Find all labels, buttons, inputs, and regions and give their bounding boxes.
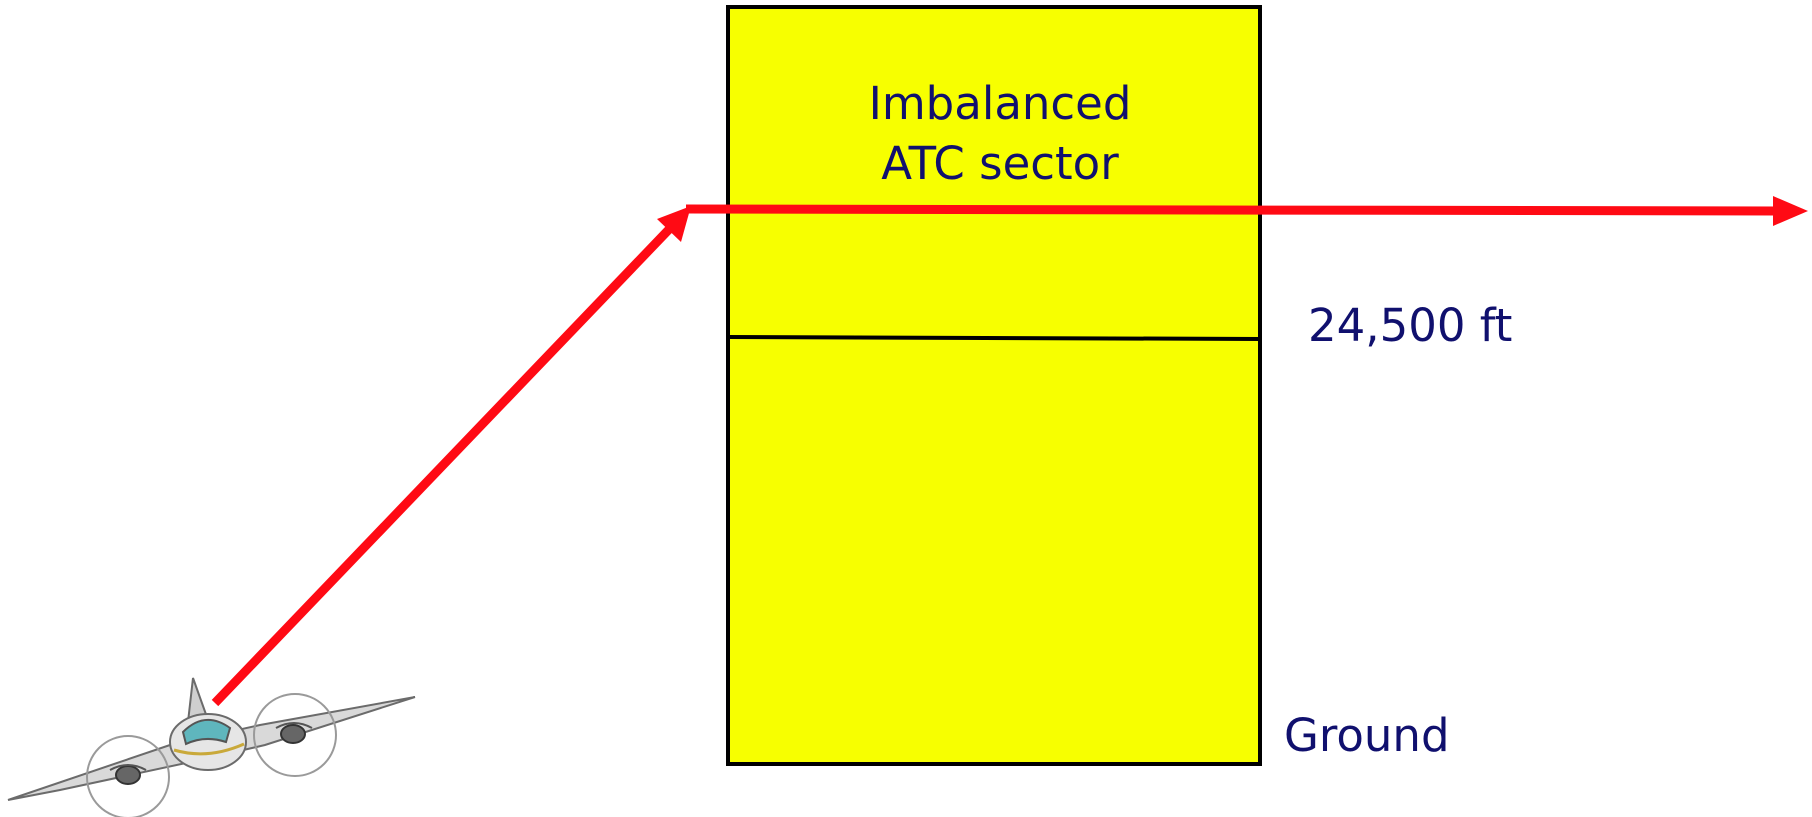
climb-arrowhead [657,206,691,242]
altitude-label: 24,500 ft [1308,299,1513,352]
altitude-divider-line [727,335,1261,341]
twin-propeller-airplane-icon [7,677,416,817]
climb-path-line [211,216,682,707]
level-path-line [685,204,1781,216]
sector-title: Imbalanced ATC sector [730,74,1270,194]
level-arrowhead [1773,196,1808,226]
atc-sector-box [726,5,1262,766]
sector-title-line2: ATC sector [881,137,1119,190]
ground-label: Ground [1284,709,1450,762]
sector-title-line1: Imbalanced [868,77,1132,130]
